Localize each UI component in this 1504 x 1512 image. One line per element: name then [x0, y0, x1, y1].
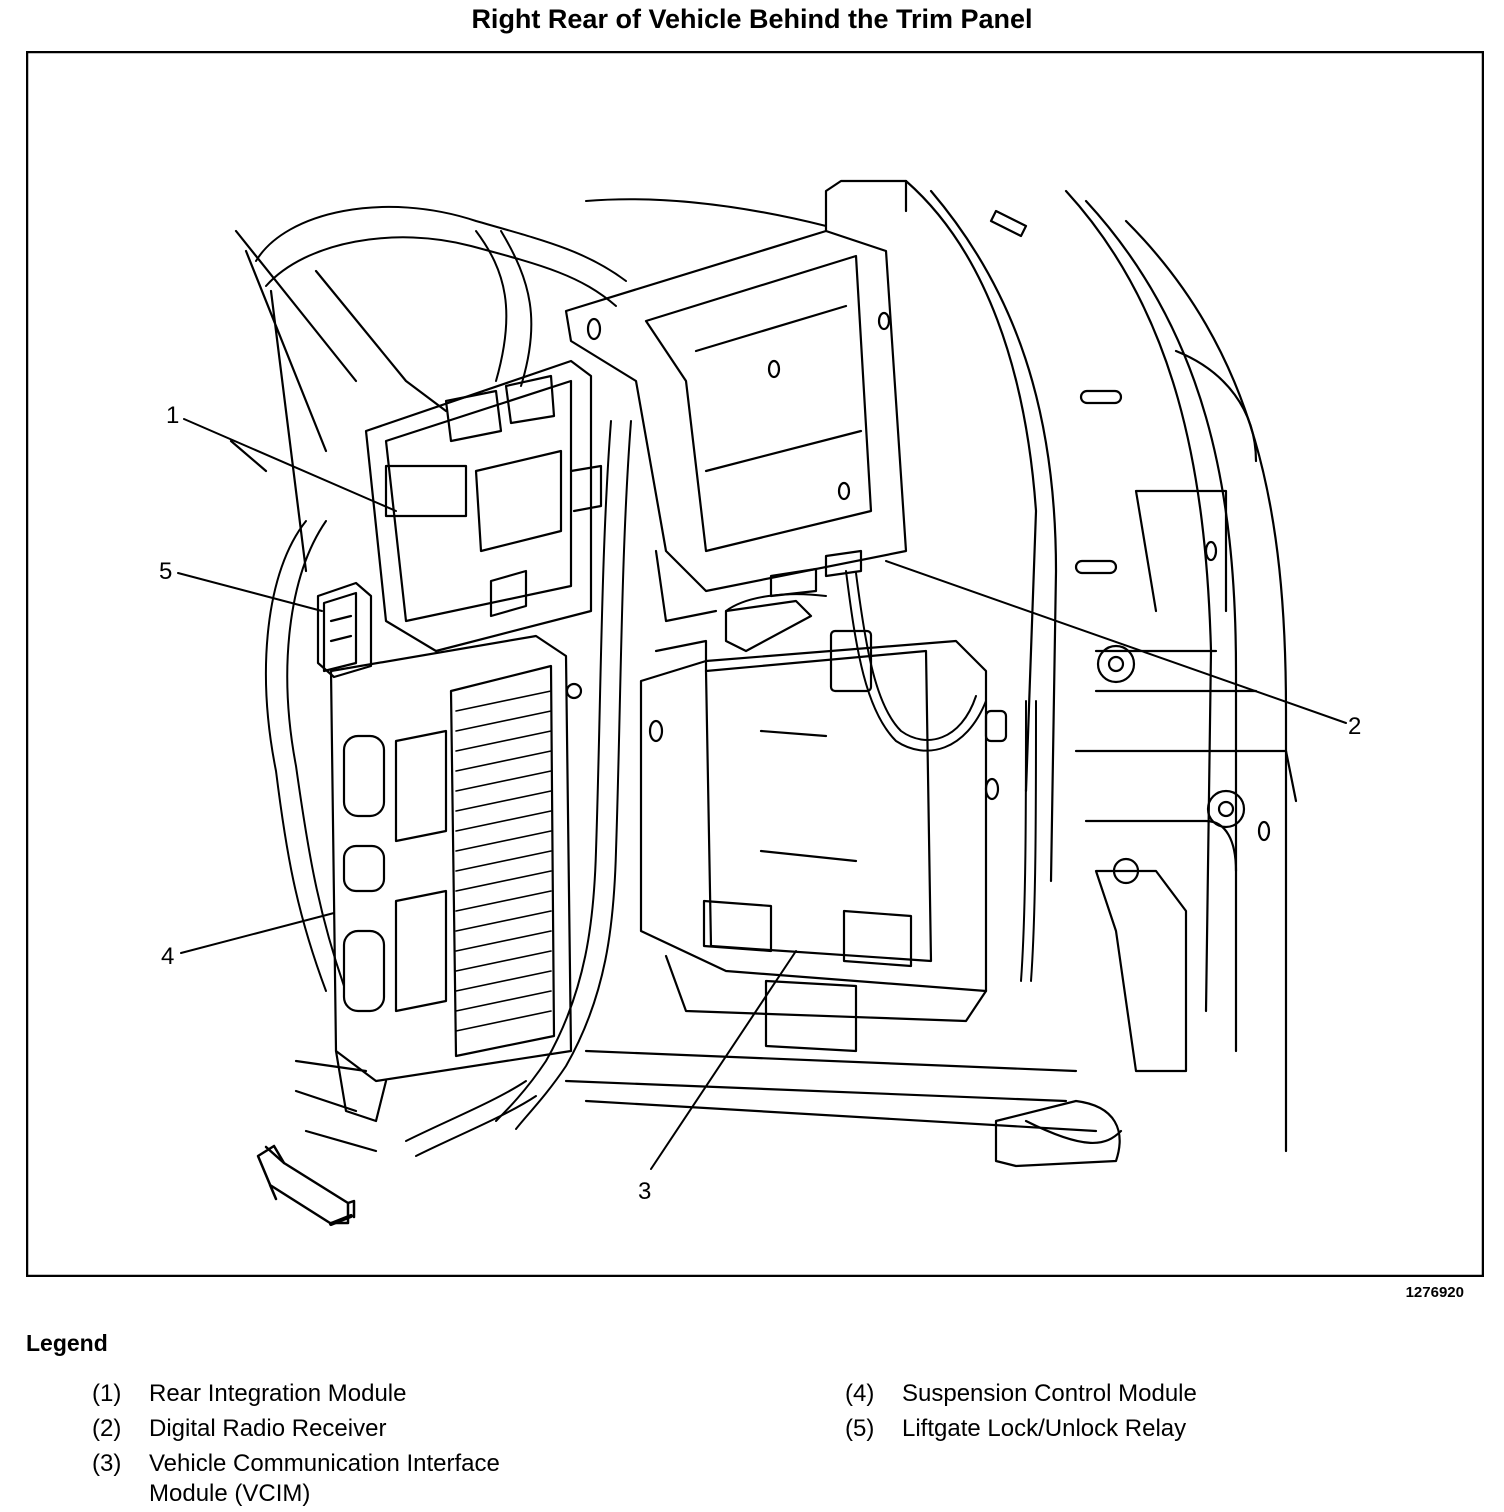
- legend-text: Suspension Control Module: [902, 1380, 1197, 1407]
- liftgate-relay: [316, 581, 373, 679]
- legend-text: Liftgate Lock/Unlock Relay: [902, 1415, 1187, 1442]
- rear-integration-module: [364, 359, 603, 653]
- callout-2: 2: [1348, 713, 1361, 740]
- diagram-frame: 1 2 3 4 5: [26, 51, 1484, 1277]
- callout-3: 3: [638, 1178, 651, 1205]
- vehicle-body-panels: [229, 179, 1298, 1168]
- wiring-harness: [255, 198, 1037, 1157]
- suspension-control-module: [329, 634, 583, 1123]
- digital-radio-receiver: [564, 179, 908, 623]
- leader-3: [650, 950, 797, 1170]
- leader-5: [177, 572, 323, 612]
- legend-text: Vehicle Communication Interface Module (…: [149, 1450, 500, 1507]
- frame-border: [26, 51, 1484, 1277]
- callout-leaders: [177, 418, 1347, 1170]
- legend-number: (3): [92, 1450, 122, 1477]
- callout-5: 5: [159, 558, 172, 585]
- legend-number: (4): [845, 1380, 875, 1407]
- vcim-module: [639, 599, 1008, 1053]
- legend-text: Digital Radio Receiver: [149, 1415, 387, 1442]
- callout-1: 1: [166, 402, 179, 429]
- legend-heading: Legend: [26, 1330, 108, 1356]
- callout-4: 4: [161, 943, 174, 970]
- legend-number: (2): [92, 1415, 122, 1442]
- legend-text: Rear Integration Module: [149, 1380, 407, 1407]
- leader-4: [180, 912, 335, 954]
- diagram-title: Right Rear of Vehicle Behind the Trim Pa…: [471, 4, 1033, 34]
- legend-number: (1): [92, 1380, 122, 1407]
- view-direction-arrow: [256, 1144, 356, 1226]
- figure-number: 1276920: [1405, 1284, 1464, 1301]
- leader-2: [885, 560, 1347, 724]
- legend-number: (5): [845, 1415, 875, 1442]
- leader-1: [183, 418, 397, 512]
